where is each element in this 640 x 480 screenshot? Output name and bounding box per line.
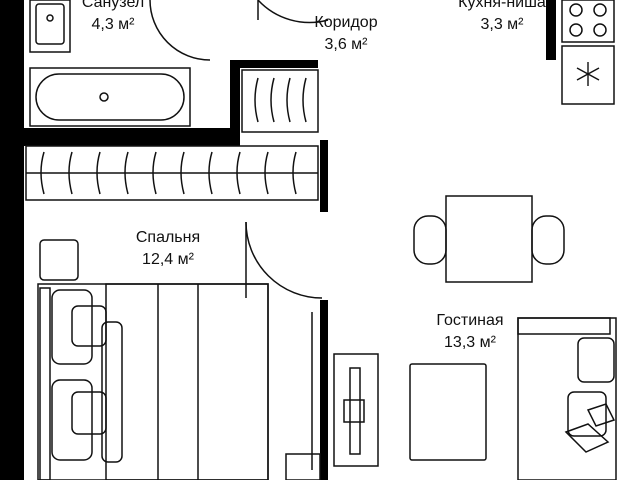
corridor-door-arc (257, 0, 329, 24)
bed-headboard (39, 287, 51, 480)
hanger-4 (302, 77, 307, 123)
corridor-wall (238, 60, 318, 68)
tv-stand (333, 353, 379, 467)
burner-2 (593, 3, 607, 17)
room-label-corridor: Коридор 3,6 м² (314, 12, 377, 56)
room-area: 12,4 м² (142, 251, 194, 268)
left-exterior-wall (0, 0, 24, 480)
hanger-2 (270, 77, 275, 123)
room-name: Санузел (81, 0, 145, 11)
room-name: Гостиная (436, 312, 504, 329)
bed-blanket (105, 283, 269, 480)
room-area: 3,6 м² (324, 36, 368, 53)
kitchen-left-wall (546, 0, 556, 60)
burner-3 (569, 23, 583, 37)
tv-screen (349, 367, 361, 455)
hanger-3 (286, 77, 291, 123)
bathroom-bottom-wall (0, 128, 232, 146)
bedroom-top-partition (320, 140, 328, 212)
bathtub-basin (35, 73, 185, 121)
kitchen-fixtures (561, 0, 615, 105)
rug (409, 363, 487, 461)
sink (29, 0, 71, 53)
chair-left (413, 215, 447, 265)
room-area: 3,3 м² (480, 16, 524, 33)
room-label-bathroom: Санузел 4,3 м² (82, 0, 144, 36)
sofa-pillow (564, 423, 610, 453)
bedroom-partition-wall (320, 300, 328, 480)
burner-4 (593, 23, 607, 37)
chair-right (531, 215, 565, 265)
pillow-2 (71, 305, 107, 347)
walls (0, 0, 556, 480)
pillow-3 (51, 379, 93, 461)
bathroom-door-arc (149, 0, 211, 61)
sink-drain (46, 14, 54, 22)
room-label-bedroom: Спальня 12,4 м² (136, 227, 200, 271)
dining-table (445, 195, 533, 283)
tv-box (343, 399, 365, 423)
pillow-1 (51, 289, 93, 365)
bathroom-fixtures (29, 0, 211, 127)
hanger-1 (254, 77, 259, 123)
burner-1 (569, 3, 583, 17)
corridor-wardrobe (241, 69, 319, 133)
bedroom-door-arc (245, 221, 323, 299)
sofa-pillow-2 (586, 403, 616, 427)
room-label-kitchen: Кухня-ниша 3,3 м² (458, 0, 546, 36)
bedroom-small-door (285, 453, 321, 480)
fridge (561, 45, 615, 105)
corridor-wardrobe-frame (241, 69, 319, 133)
room-area: 4,3 м² (91, 16, 135, 33)
room-name: Коридор (314, 14, 378, 31)
bedroom-wardrobe (25, 145, 319, 201)
sofa-back (517, 317, 611, 335)
blanket-roll (101, 321, 123, 463)
bathtub-drain (99, 92, 109, 102)
snowflake-icon (576, 62, 600, 86)
sofa (517, 317, 617, 480)
bedroom-door (245, 221, 323, 299)
sofa-cushion-1 (567, 391, 607, 437)
tv-unit (285, 312, 379, 480)
room-name: Спальня (135, 229, 201, 246)
corridor-doors (257, 0, 329, 24)
bedroom-furniture (37, 239, 269, 480)
sofa-armrest (577, 337, 615, 383)
wardrobe-hangers (40, 151, 297, 195)
pillow-4 (71, 391, 107, 435)
sink-basin (35, 3, 65, 45)
nightstand-top (39, 239, 79, 281)
cooktop (561, 0, 615, 43)
bathtub (29, 67, 191, 127)
living-furniture (409, 317, 617, 480)
dining-set (413, 195, 565, 283)
room-name: Кухня-ниша (458, 0, 546, 11)
room-area: 13,3 м² (444, 334, 496, 351)
bathroom-right-wall (230, 60, 240, 146)
room-label-living: Гостиная 13,3 м² (436, 310, 504, 354)
